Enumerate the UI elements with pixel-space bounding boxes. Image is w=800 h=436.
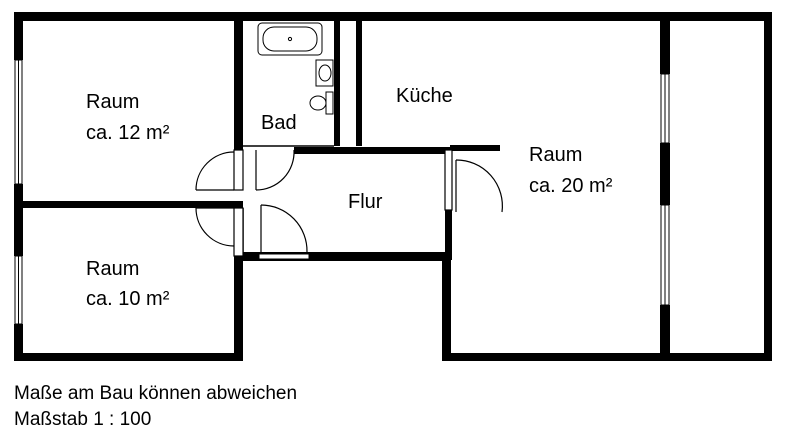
window-room12 bbox=[14, 59, 23, 185]
floor-plan: Raum ca. 12 m² Raum ca. 10 m² Bad Küche … bbox=[14, 12, 772, 361]
wall-bath-right-b bbox=[356, 12, 362, 146]
wall-left-lower bbox=[14, 324, 23, 361]
partitions bbox=[242, 145, 334, 256]
room-labels: Raum ca. 12 m² Raum ca. 10 m² Bad Küche … bbox=[86, 85, 613, 310]
wall-bath-right-a bbox=[334, 12, 340, 146]
room-10-area: ca. 10 m² bbox=[86, 288, 170, 310]
door-room20 bbox=[444, 149, 503, 213]
window-hall-bottom bbox=[258, 253, 310, 260]
wall-room-divider bbox=[14, 201, 243, 208]
bath-label: Bad bbox=[261, 112, 297, 134]
windows bbox=[14, 59, 670, 325]
window-room10 bbox=[14, 255, 23, 325]
wall-left-mid bbox=[14, 184, 23, 256]
door-room12 bbox=[195, 149, 244, 191]
toilet-icon bbox=[309, 91, 334, 115]
wall-hall-top bbox=[294, 147, 450, 154]
window-room20-upper bbox=[660, 73, 670, 144]
wall-bottom-right bbox=[445, 353, 772, 361]
hall-label: Flur bbox=[348, 191, 383, 213]
wall-left-block-lower bbox=[234, 256, 243, 361]
wall-bottom-left bbox=[14, 353, 243, 361]
wall-top bbox=[14, 12, 772, 21]
door-bath bbox=[255, 149, 295, 191]
door-hall-bottom bbox=[260, 204, 308, 253]
wall-hall-bottom bbox=[234, 252, 446, 261]
bathtub-icon bbox=[257, 22, 323, 56]
wall-balcony-upper bbox=[660, 12, 670, 74]
room-12-area: ca. 12 m² bbox=[86, 122, 170, 144]
wall-bath-left bbox=[234, 12, 243, 150]
disclaimer-note: Maße am Bau können abweichen bbox=[14, 383, 298, 404]
fixtures bbox=[257, 22, 334, 115]
wall-right bbox=[764, 12, 772, 361]
room-10-name: Raum bbox=[86, 258, 139, 280]
sink-icon bbox=[315, 59, 334, 87]
doors bbox=[195, 149, 503, 257]
wall-kitchen-room20 bbox=[450, 145, 500, 151]
walls bbox=[14, 12, 772, 361]
wall-balcony-lower bbox=[660, 305, 670, 361]
door-room10 bbox=[195, 207, 244, 257]
wall-balcony-mid bbox=[660, 143, 670, 205]
scale-note: Maßstab 1 : 100 bbox=[14, 409, 152, 430]
kitchen-label: Küche bbox=[396, 85, 453, 107]
room-20-area: ca. 20 m² bbox=[529, 175, 613, 197]
room-20-name: Raum bbox=[529, 144, 582, 166]
wall-room20-left bbox=[442, 252, 451, 361]
wall-left-upper bbox=[14, 12, 23, 60]
window-room20-lower bbox=[660, 204, 670, 306]
room-12-name: Raum bbox=[86, 91, 139, 113]
